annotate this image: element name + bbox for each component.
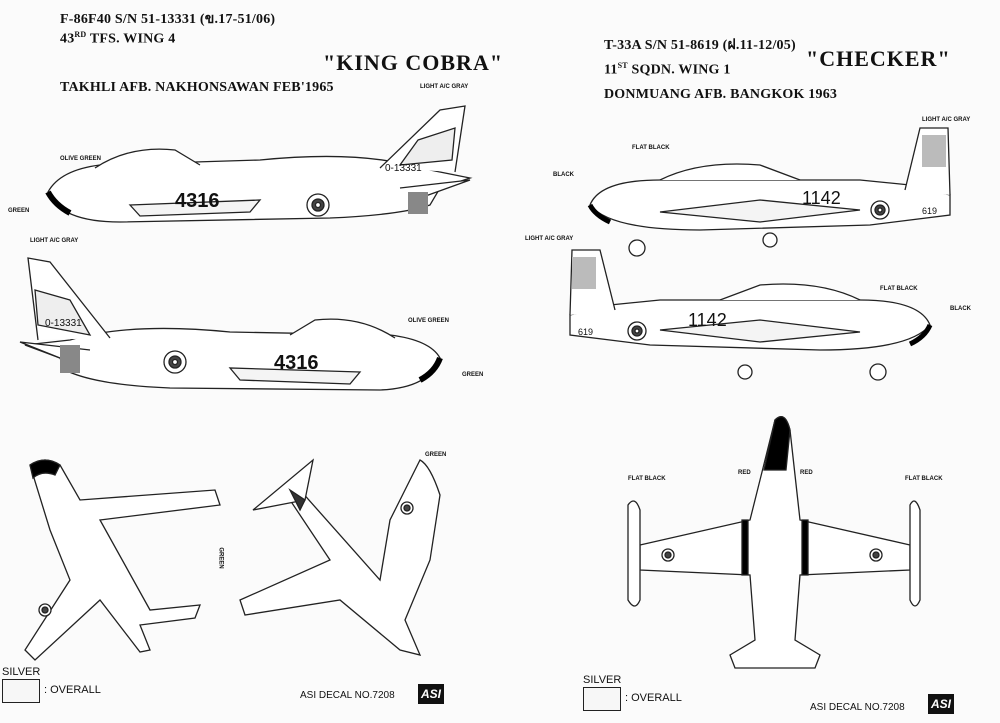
t33-top-view [627, 416, 921, 669]
t33-tail-number-upper: 619 [922, 206, 938, 216]
t33-callout-flat-black-right-tip: FLAT BLACK [905, 476, 943, 482]
t33-callout-black-lower: BLACK [950, 306, 971, 312]
f86-fuselage-number-lower: 4316 [274, 352, 319, 374]
t33-callout-light-gray-lower: LIGHT A/C GRAY [525, 236, 574, 242]
left-asi-logo: ASI [418, 684, 444, 704]
right-legend-label: SILVER [583, 674, 622, 686]
t33-callout-flat-black-lower: FLAT BLACK [880, 286, 918, 292]
f86-callout-olive-green-lower: OLIVE GREEN [408, 318, 450, 324]
left-decal-number: ASI DECAL NO.7208 [300, 690, 395, 701]
t33-side-view-upper [587, 127, 951, 257]
f86-callout-olive-green: OLIVE GREEN [60, 156, 102, 162]
left-legend-label: SILVER [2, 666, 41, 678]
f86-tail-number-upper: 0-13331 [385, 163, 422, 174]
t33-callout-light-gray-upper: LIGHT A/C GRAY [922, 117, 971, 123]
right-legend-text: : OVERALL [625, 692, 682, 704]
t33-callout-flat-black: FLAT BLACK [632, 145, 670, 151]
right-asi-logo: ASI [928, 694, 954, 714]
t33-callout-red-right: RED [800, 470, 813, 476]
f86-aircraft-name: "KING COBRA" [323, 50, 504, 75]
t33-fuselage-number-lower: 1142 [688, 310, 727, 330]
left-legend-text: : OVERALL [44, 684, 101, 696]
f86-unit-title: 43RD TFS. WING 4 [60, 30, 175, 48]
t33-callout-flat-black-left-tip: FLAT BLACK [628, 476, 666, 482]
t33-callout-red-left: RED [738, 470, 751, 476]
f86-serial-title: F-86F40 S/N 51-13331 (ข.17-51/06) [60, 12, 276, 27]
t33-side-view-lower [569, 249, 933, 381]
t33-tail-number-lower: 619 [578, 327, 594, 337]
f86-unit-suffix: RD [74, 30, 87, 39]
f86-callout-green: GREEN [8, 208, 30, 214]
t33-unit-title: 11ST SQDN. WING 1 [604, 61, 731, 79]
right-decal-number: ASI DECAL NO.7208 [810, 702, 905, 713]
t33-unit-number: 11 [604, 62, 618, 78]
f86-side-view-lower [19, 257, 443, 391]
f86-top-view [24, 459, 221, 661]
t33-callout-black: BLACK [553, 172, 574, 178]
right-legend-swatch [583, 687, 621, 711]
t33-aircraft-name: "CHECKER" [806, 46, 951, 71]
f86-fuselage-number-upper: 4316 [175, 190, 220, 212]
t33-serial-title: T-33A S/N 51-8619 (ฝ.11-12/05) [604, 38, 796, 53]
f86-callout-green-lower: GREEN [462, 372, 484, 378]
t33-base-title: DONMUANG AFB. BANGKOK 1963 [604, 87, 838, 102]
f86-callout-green-tail: GREEN [425, 452, 447, 458]
f86-bottom-view [239, 458, 441, 656]
t33-unit-name: SQDN. WING 1 [627, 62, 731, 78]
f86-callout-light-gray-lower: LIGHT A/C GRAY [30, 238, 79, 244]
f86-tail-number-lower: 0-13331 [45, 318, 82, 329]
f86-callout-green-bottom: GREEN [217, 547, 224, 569]
left-legend-swatch [2, 679, 40, 703]
f86-unit-name: TFS. WING 4 [86, 31, 176, 47]
f86-side-view-upper [45, 105, 473, 223]
f86-callout-light-gray-upper: LIGHT A/C GRAY [420, 84, 469, 90]
f86-unit-number: 43 [60, 31, 75, 47]
f86-base-title: TAKHLI AFB. NAKHONSAWAN FEB'1965 [60, 80, 334, 95]
t33-unit-suffix: ST [617, 61, 628, 70]
t33-fuselage-number-upper: 1142 [802, 188, 841, 208]
